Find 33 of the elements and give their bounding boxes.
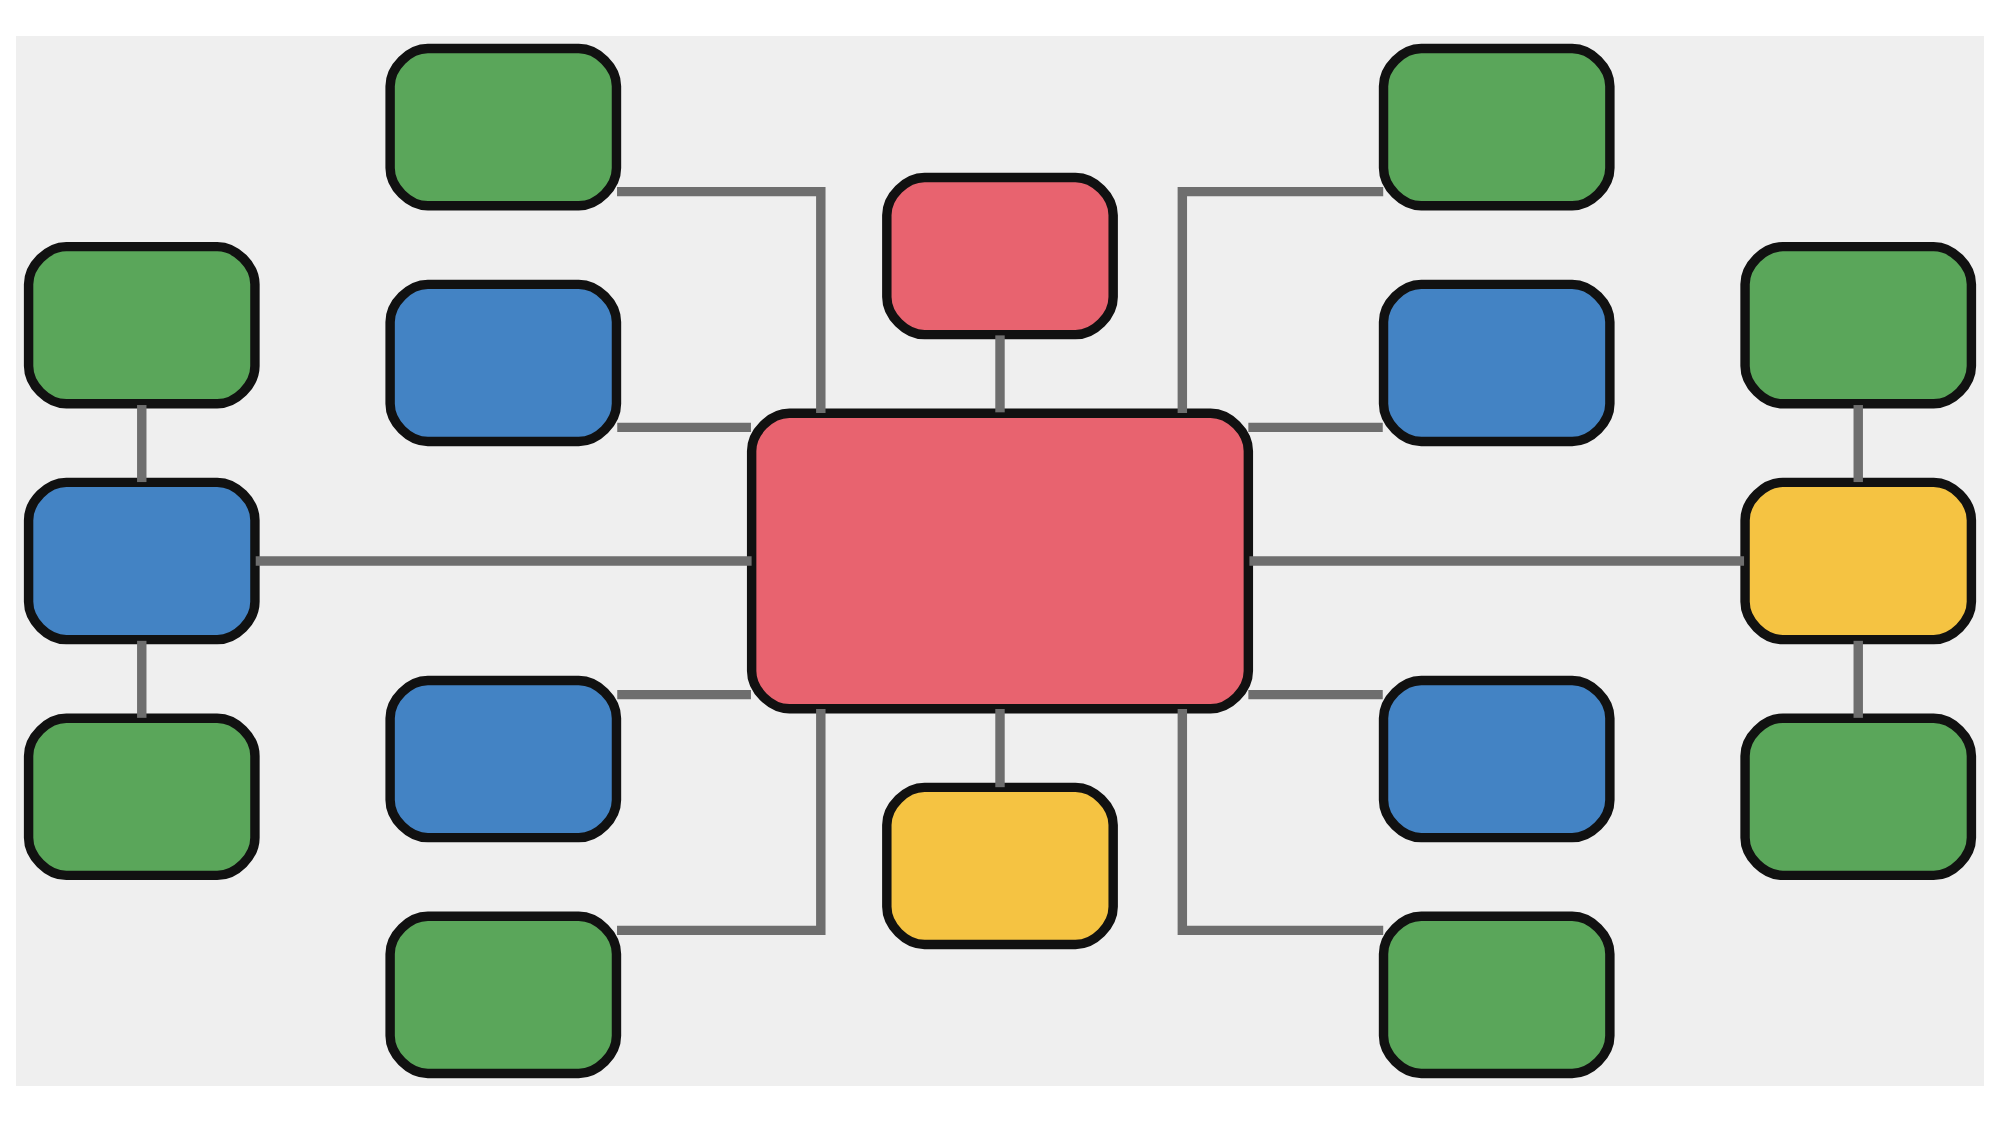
connector (255, 556, 752, 566)
node-box (23, 241, 260, 409)
connector (1853, 640, 1863, 718)
node-box (1740, 241, 1977, 409)
connector (1248, 422, 1383, 433)
node-box (882, 782, 1118, 950)
connector (137, 405, 147, 483)
node-box (385, 911, 622, 1079)
node-box (1378, 43, 1615, 211)
connector (137, 640, 147, 718)
connector (1177, 186, 1384, 413)
connector (1853, 405, 1863, 483)
connector (1248, 689, 1383, 700)
connector (995, 709, 1005, 788)
connector (995, 335, 1005, 413)
node-box (385, 675, 622, 843)
node-box (1378, 279, 1615, 447)
node-box (23, 477, 260, 645)
connector (617, 709, 826, 936)
node-box (1740, 713, 1977, 881)
node-box (23, 713, 260, 881)
connector (1177, 709, 1384, 936)
node-box (1740, 477, 1977, 645)
node-box (1378, 675, 1615, 843)
connector (617, 689, 751, 700)
node-box (1378, 911, 1615, 1079)
connector (617, 422, 751, 433)
connector (1249, 556, 1745, 566)
node-box (385, 279, 622, 447)
node-box (746, 408, 1254, 714)
node-box (385, 43, 622, 211)
connector (617, 186, 826, 413)
node-box (882, 172, 1118, 340)
